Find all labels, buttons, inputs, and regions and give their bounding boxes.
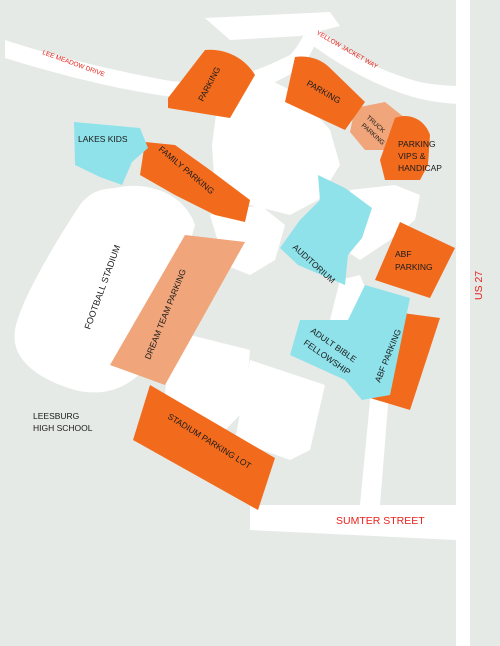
auditorium-area: [280, 175, 372, 285]
abf-label-2: PARKING: [395, 262, 433, 272]
school-label-1: LEESBURG: [33, 411, 79, 421]
abf-parking-area: [375, 222, 455, 298]
sumter-street-road: [250, 505, 456, 540]
vips-label-2: VIPS &: [398, 151, 426, 161]
stadium-parking-lot-area: [133, 385, 275, 510]
venue-areas: [74, 122, 410, 400]
school-label-2: HIGH SCHOOL: [33, 423, 93, 433]
sumter-street-label: SUMTER STREET: [336, 515, 425, 527]
adult-bible-fellowship-area: [290, 285, 410, 400]
dream-team-parking-area: [110, 235, 245, 385]
main-building: [212, 65, 340, 215]
parking-nw-area: [168, 49, 255, 119]
us-27-label: US 27: [473, 271, 485, 300]
yellow-jacket-way-road: [305, 22, 465, 104]
vips-label-1: PARKING: [398, 139, 436, 149]
inner-road-east: [360, 380, 390, 505]
road-junction: [205, 12, 340, 40]
abf-label-1: ABF: [395, 249, 412, 259]
parking-n-area: [285, 56, 365, 130]
south-building-2: [235, 360, 325, 460]
vips-parking-area: [380, 115, 430, 180]
lakes-kids-area: [74, 122, 148, 185]
buildings: [165, 65, 420, 460]
us-27-road: [456, 0, 470, 646]
orange-parking-areas: [133, 49, 455, 510]
connector: [330, 275, 370, 330]
lakes-kids-label: LAKES KIDS: [78, 134, 128, 144]
vips-label-3: HANDICAP: [398, 163, 442, 173]
south-building-1: [165, 330, 250, 430]
family-parking-area: [140, 142, 250, 222]
